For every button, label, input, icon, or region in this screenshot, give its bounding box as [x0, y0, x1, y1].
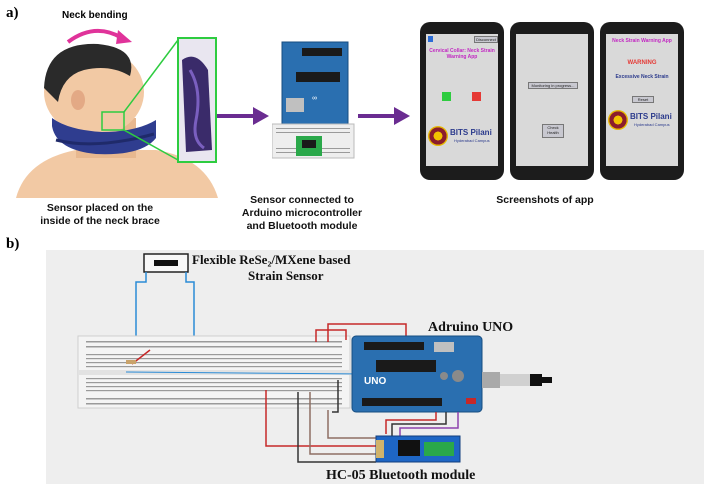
green-button[interactable] — [442, 92, 451, 101]
bits-pilani-text: BITS Pilani — [630, 112, 672, 121]
circuit-diagram: UNO — [46, 250, 704, 484]
phone-screenshot-connected: Disconnect Cervical Collar: Neck Strain … — [420, 22, 504, 180]
caption-arduino-line2: Arduino microcontroller — [232, 207, 372, 220]
check-health-button[interactable]: Check Health — [542, 124, 564, 138]
app-title-line2: Warning App — [426, 54, 498, 60]
board-brand: UNO — [364, 376, 386, 387]
campus-text: Hyderabad Campus — [634, 122, 670, 127]
excessive-strain-text: Excessive Neck Strain — [606, 74, 678, 80]
arrow-to-app-icon — [356, 104, 412, 128]
svg-text:∞: ∞ — [312, 95, 317, 102]
caption-sensor-line1: Sensor placed on the — [10, 202, 190, 215]
bits-pilani-text: BITS Pilani — [450, 128, 492, 137]
phone-screenshot-monitoring: Monitoring in progress... Check Health — [510, 22, 594, 180]
phone-screen: Neck Strain Warning App WARNING Excessiv… — [606, 34, 678, 166]
phone-screenshot-warning: Neck Strain Warning App WARNING Excessiv… — [600, 22, 684, 180]
campus-text: Hyderabad Campus — [454, 138, 490, 143]
panel-a-label: a) — [6, 5, 19, 22]
check-health-line2: Health — [547, 130, 559, 135]
disconnect-button[interactable]: Disconnect — [474, 36, 498, 43]
caption-arduino-line3: and Bluetooth module — [232, 220, 372, 233]
warning-text: WARNING — [606, 60, 678, 66]
reset-button[interactable]: Reset — [632, 96, 654, 103]
caption-sensor: Sensor placed on the inside of the neck … — [10, 202, 190, 228]
arrow-to-arduino-icon — [215, 104, 271, 128]
monitoring-status: Monitoring in progress... — [528, 82, 578, 89]
caption-app: Screenshots of app — [470, 194, 620, 207]
caption-sensor-line2: inside of the neck brace — [10, 215, 190, 228]
arduino-setup-illustration: ∞ — [272, 38, 356, 160]
app-title: Neck Strain Warning App — [606, 38, 678, 44]
bits-logo-icon — [428, 126, 448, 146]
bits-logo-icon — [608, 110, 628, 130]
phone-screen: Monitoring in progress... Check Health — [516, 34, 588, 166]
caption-arduino-line1: Sensor connected to — [232, 194, 372, 207]
red-button[interactable] — [472, 92, 481, 101]
bluetooth-icon — [428, 36, 433, 42]
caption-arduino: Sensor connected to Arduino microcontrol… — [232, 194, 372, 233]
neck-brace-illustration — [6, 30, 231, 200]
panel-b-label: b) — [6, 236, 19, 253]
phone-screen: Disconnect Cervical Collar: Neck Strain … — [426, 34, 498, 166]
